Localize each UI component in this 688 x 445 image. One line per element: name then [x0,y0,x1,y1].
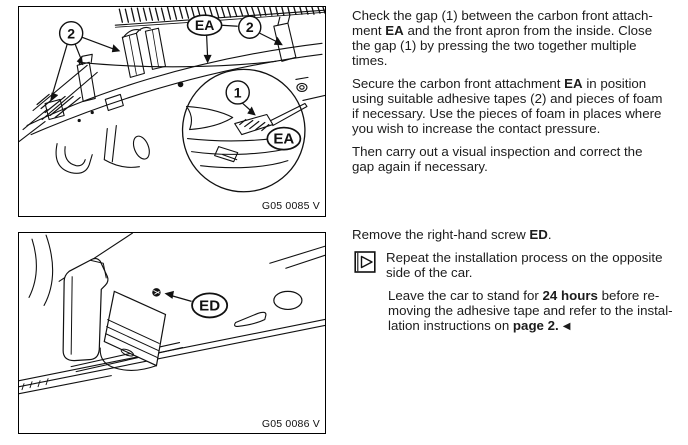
callout-2-right: 2 [238,15,283,46]
arrowhead-2-right [273,36,283,46]
text-segment: lation instructions on [388,318,513,333]
callout-ed-label: ED [199,297,220,314]
text-segment: Leave the car to stand for [388,288,543,303]
text-line: times. [352,53,686,68]
text-segment: Check the gap (1) between the carbon fro… [352,8,653,23]
arrowhead-1 [247,106,256,116]
text-line: Leave the car to stand for 24 hours befo… [388,288,686,303]
callout-2-right-label: 2 [246,19,254,35]
text-segment: Secure the carbon front attachment [352,76,565,91]
callout-ed: ED [164,290,229,319]
duration-24-hours: 24 hours [542,288,598,303]
text-line: Check the gap (1) between the carbon fro… [352,8,686,23]
code-ea: EA [564,76,583,91]
callout-ea-detail: EA [266,126,302,151]
text-segment: moving the adhesive tape and refer to th… [388,303,673,318]
car-body-linework [19,14,325,174]
text-segment: . [547,227,552,242]
text-line: side of the car. [386,265,662,280]
text-segment: side of the car. [386,265,473,280]
callout-ea-detail-label: EA [273,131,294,148]
screw-removal-diagram: ED G05 0086 V [19,233,325,430]
text-segment: you wish to increase the contact pressur… [352,121,601,136]
text-line: Then carry out a visual inspection and c… [352,144,686,159]
text-line: Repeat the installation process on the o… [386,250,662,265]
text-line: moving the adhesive tape and refer to th… [388,303,686,318]
callout-2-left: 2 [50,21,121,102]
text-segment: ment [352,23,386,38]
figure-screw-removal: ED G05 0086 V [18,232,326,434]
callout-ea-top: EA [186,14,238,64]
triangle-right-icon [354,251,376,273]
text-segment: Then carry out a visual inspection and c… [352,144,643,159]
callout-1-label: 1 [234,84,242,100]
arrowheads-2-left [50,44,121,102]
text-segment: Repeat the installation process on the o… [386,250,663,265]
text-segment: using suitable adhesive tapes (2) and pi… [352,91,663,106]
text-line: you wish to increase the contact pressur… [352,121,686,136]
arrowhead-ea-top [203,54,212,64]
text-line: using suitable adhesive tapes (2) and pi… [352,91,686,106]
hint-text: Repeat the installation process on the o… [386,250,662,280]
small-bracket [234,311,267,328]
instruction-remove-screw: Remove the right-hand screw ED. [352,227,686,242]
oval-recess [273,290,303,311]
text-line: gap again if necessary. [352,159,686,174]
retaining-hook [62,257,109,362]
text-segment: if necessary. Use the pieces of foam in … [352,106,662,121]
text-segment: the gap (1) by pressing the two together… [352,38,637,53]
text-line: ment EA and the front apron from the ins… [352,23,686,38]
instruction-secure-attachment: Secure the carbon front attachment EA in… [352,76,686,136]
text-line: if necessary. Use the pieces of foam in … [352,106,686,121]
instruction-repeat-opposite-side: Repeat the installation process on the o… [352,250,686,280]
figure2-caption: G05 0086 V [262,418,320,430]
text-line: Remove the right-hand screw ED. [352,227,686,242]
code-ea: EA [385,23,404,38]
end-of-section-marker: ◀ [562,321,571,332]
figure1-caption: G05 0085 V [262,200,320,212]
instruction-check-gap: Check the gap (1) between the carbon fro… [352,8,686,68]
figure-front-attachment-taping: 2 EA 2 1 EA G05 0085 V [18,6,326,217]
text-segment: and the front apron from the inside. Clo… [403,23,653,38]
text-line: the gap (1) by pressing the two together… [352,38,686,53]
text-line: lation instructions on page 2.◀ [388,318,686,333]
code-ed: ED [529,227,548,242]
text-segment: before re- [597,288,660,303]
text-segment: in position [582,76,647,91]
instruction-visual-inspection: Then carry out a visual inspection and c… [352,144,686,174]
text-segment: times. [352,53,388,68]
text-line: Secure the carbon front attachment EA in… [352,76,686,91]
callout-1-gap: 1 [225,80,256,116]
text-segment: gap again if necessary. [352,159,488,174]
arrowhead-ed [164,290,175,299]
text-segment: Remove the right-hand screw [352,227,530,242]
page-reference: page 2. [512,318,559,333]
front-attachment-diagram: 2 EA 2 1 EA G05 0085 V [19,7,325,212]
callout-2-left-label: 2 [67,25,75,41]
instruction-leave-24-hours: Leave the car to stand for 24 hours befo… [352,288,686,333]
instruction-text-column: Check the gap (1) between the carbon fro… [352,8,686,341]
bracket-box [99,290,167,371]
screw-ed [152,288,161,297]
callout-ea-top-label: EA [195,17,215,33]
